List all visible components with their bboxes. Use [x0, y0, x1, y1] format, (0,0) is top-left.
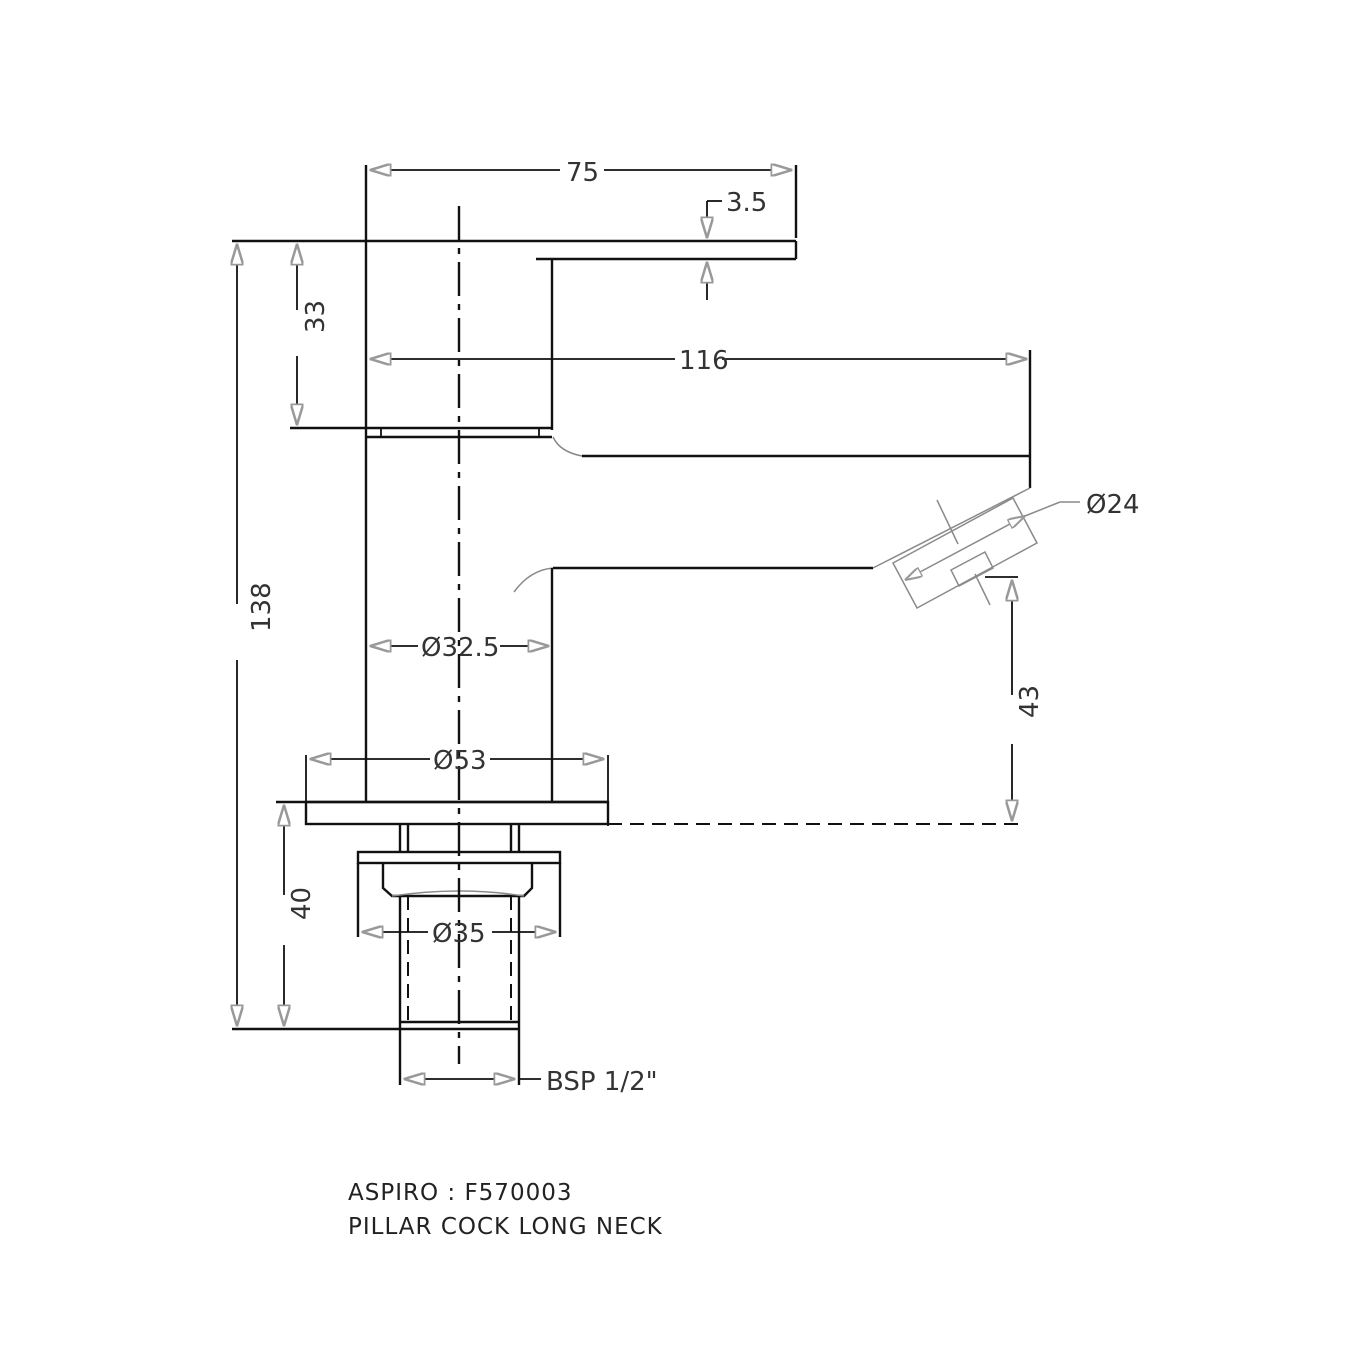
dim-handle-height: 33 — [301, 300, 331, 333]
dim-shank-length: 40 — [287, 887, 317, 920]
dim-nut-diameter: Ø35 — [432, 919, 486, 949]
dim-thread: BSP 1/2" — [546, 1067, 658, 1097]
dim-body-diameter: Ø32.5 — [421, 633, 499, 663]
dim-base-diameter: Ø53 — [433, 746, 487, 776]
dim-spout-outlet-height: 43 — [1015, 685, 1045, 718]
tap-body — [232, 165, 1080, 1085]
model-number: ASPIRO : F570003 — [348, 1180, 573, 1206]
dim-aerator-diameter: Ø24 — [1086, 490, 1140, 520]
dim-handle-thickness: 3.5 — [726, 188, 767, 218]
dimension-lines — [237, 165, 1027, 1079]
dim-overall-height: 138 — [247, 582, 277, 632]
dim-overall-width: 75 — [566, 158, 599, 188]
aerator — [872, 487, 1080, 610]
dim-spout-reach: 116 — [679, 346, 729, 376]
product-description: PILLAR COCK LONG NECK — [348, 1214, 663, 1240]
